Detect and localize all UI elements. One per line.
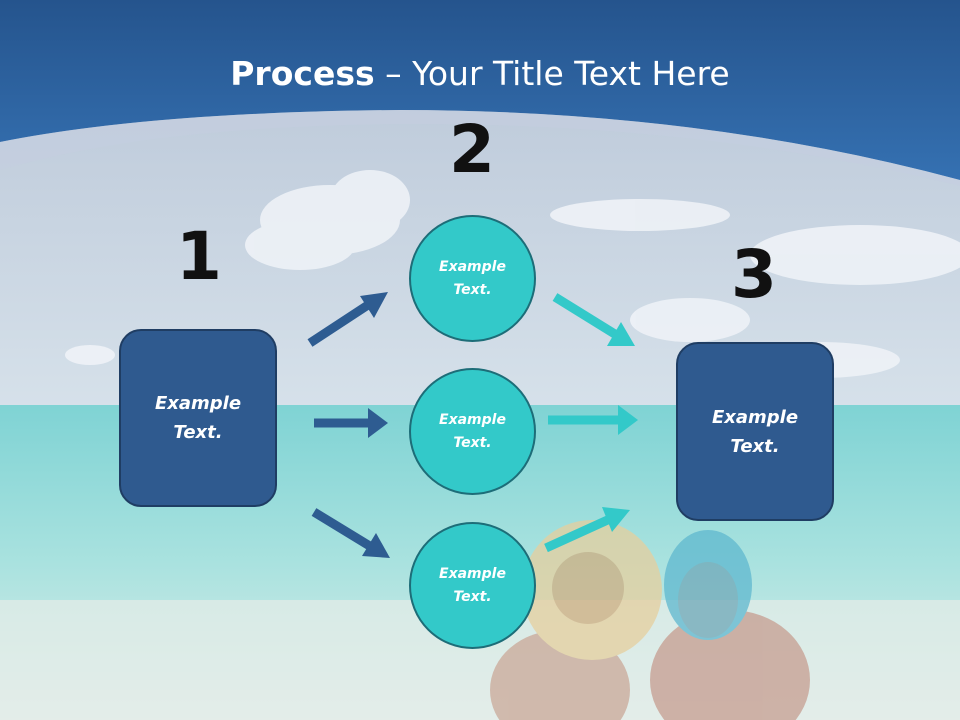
step-2-text-bottom: Example Text. — [439, 565, 506, 605]
header-band — [0, 0, 960, 180]
step-2-circle-bottom: Example Text. — [409, 522, 536, 649]
step-2-number: 2 — [449, 111, 495, 188]
step-1-box: Example Text. — [119, 329, 277, 507]
step-3-text: Example Text. — [711, 406, 799, 457]
arrow-2-down — [552, 293, 635, 346]
step-2-circle-middle: Example Text. — [409, 368, 536, 495]
step-2-text-top: Example Text. — [439, 258, 506, 298]
step-1-text: Example Text. — [154, 393, 242, 443]
title-bold: Process — [230, 54, 375, 93]
arrow-2-right — [548, 405, 638, 435]
arrow-1-up — [307, 292, 388, 347]
step-1-number: 1 — [176, 218, 222, 295]
step-2-circle-top: Example Text. — [409, 215, 536, 342]
arrow-1-right — [314, 408, 388, 438]
title-rest: – Your Title Text Here — [374, 54, 730, 93]
step-2-text-middle: Example Text. — [439, 411, 506, 451]
step-3-box: Example Text. — [676, 342, 834, 521]
arrow-2-up — [544, 507, 630, 553]
arrow-1-down — [311, 508, 390, 558]
step-3-number: 3 — [731, 236, 777, 313]
slide-title: Process – Your Title Text Here — [0, 52, 960, 96]
couple-photo — [490, 520, 810, 720]
